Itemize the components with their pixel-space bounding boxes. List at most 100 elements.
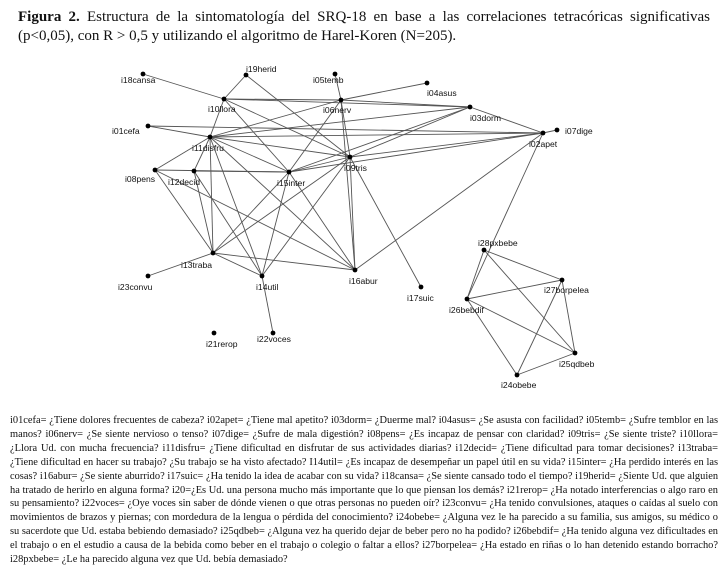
legend-entry: i24obebe= ¿Alguna vez le ha parecido a s… xyxy=(10,512,718,538)
node-i07 xyxy=(554,127,560,133)
legend-entry: i12decid= ¿Tiene dificultad para tomar d… xyxy=(455,442,679,454)
node-label-i01: i01cefa xyxy=(112,126,140,136)
node-i05 xyxy=(332,71,338,77)
edge-i15-i16 xyxy=(288,171,356,271)
edge-i09-i17 xyxy=(349,156,422,288)
edge-i03-i11 xyxy=(209,106,471,138)
edge-i11-i14 xyxy=(209,136,263,277)
node-label-i25: i25qdbeb xyxy=(559,359,595,369)
legend-entry: i20=¿Es Ud. una persona mucho más import… xyxy=(171,484,507,496)
edge-i13-i16 xyxy=(212,252,356,271)
edge-i08-i13 xyxy=(154,169,214,254)
edge-i11-i02 xyxy=(209,132,544,138)
node-label-i08: i08pens xyxy=(125,174,155,184)
node-i08 xyxy=(152,167,158,173)
edge-i06-i15 xyxy=(288,99,342,173)
legend-entry: i28pxbebe= ¿Le ha parecido alguna vez qu… xyxy=(10,554,288,566)
edge-i25-i24 xyxy=(516,352,576,376)
node-label-i09: i09tris xyxy=(344,163,367,173)
node-label-i12: i12decid xyxy=(168,177,200,187)
edge-i10-i06 xyxy=(223,98,342,101)
edge-i01-i02 xyxy=(147,125,544,134)
node-i25 xyxy=(572,350,578,356)
edge-i11-i08 xyxy=(154,136,211,171)
node-i19 xyxy=(243,72,249,78)
node-label-i27: i27borpelea xyxy=(544,285,589,295)
edge-i26-i24 xyxy=(466,298,518,376)
node-label-i04: i04asus xyxy=(427,88,457,98)
legend-entry: i15inter= ¿Ha perdido interés en las cos… xyxy=(10,456,718,482)
edge-i10-i03 xyxy=(223,98,471,108)
node-i26 xyxy=(464,296,470,302)
node-i28 xyxy=(481,247,487,253)
edge-i28-i25 xyxy=(483,249,576,354)
node-label-i24: i24obebe xyxy=(501,380,537,390)
edge-i03-i15 xyxy=(288,106,471,173)
network-edges xyxy=(142,73,576,376)
legend-entry: i18cansa= ¿Se siente cansado todo el tie… xyxy=(381,470,576,482)
edge-i09-i13 xyxy=(212,156,351,254)
legend-entry: i05temb= ¿Sufre temblor en las manos? xyxy=(10,415,718,440)
legend-entry: i19herid= ¿Siente Ud. que alguien ha tra… xyxy=(10,470,719,496)
edge-i27-i24 xyxy=(516,279,563,376)
node-label-i06: i06nerv xyxy=(323,105,352,115)
edge-i06-i09 xyxy=(340,99,351,158)
node-label-i15: i15inter xyxy=(277,178,305,188)
legend-entry: i21rerop= ¿Ha notado interferencias o al… xyxy=(10,484,718,510)
edge-i11-i12 xyxy=(193,136,211,172)
legend-entry: i13traba= ¿Tiene dificultad en hacer su … xyxy=(10,442,718,468)
node-i02 xyxy=(540,130,546,136)
edge-i26-i27 xyxy=(466,279,563,300)
edge-i15-i13 xyxy=(212,171,290,254)
node-label-i16: i16abur xyxy=(349,276,378,286)
edge-i04-i06 xyxy=(340,82,428,101)
node-i06 xyxy=(338,97,344,103)
edge-i02-i26 xyxy=(466,132,544,300)
node-label-i18: i18cansa xyxy=(121,75,156,85)
edge-i19-i10 xyxy=(223,74,247,100)
edge-i10-i09 xyxy=(223,98,351,158)
legend-entry: i10llora= ¿Llora Ud. con mucha frecuenci… xyxy=(10,428,719,454)
edge-i26-i28 xyxy=(466,249,485,300)
legend-entry: i09tris= ¿Se siente triste? xyxy=(568,428,680,440)
node-label-i13: i13traba xyxy=(181,260,212,270)
node-label-i11: i11disfru xyxy=(192,143,224,153)
node-label-i23: i23convu xyxy=(118,282,153,292)
legend-entry: i25qdbeb= ¿Alguna vez ha querido dejar d… xyxy=(220,526,514,538)
node-label-i14: i14util xyxy=(256,282,279,292)
node-i24 xyxy=(514,372,520,378)
edge-i11-i13 xyxy=(209,136,214,254)
edge-i13-i23 xyxy=(147,252,214,277)
edge-i12-i15 xyxy=(193,170,290,173)
legend-entry: i06nerv= ¿Se siente nervioso o tenso? xyxy=(45,428,212,440)
legend-entry: I14util= ¿Es incapaz de desempeñar un pa… xyxy=(309,456,569,468)
legend-entry: i01cefa= ¿Tiene dolores frecuentes de ca… xyxy=(10,415,208,426)
edge-i06-i11 xyxy=(209,99,342,138)
edge-i27-i25 xyxy=(561,279,576,354)
node-i09 xyxy=(347,154,353,160)
node-i27 xyxy=(559,277,565,283)
figure-caption: Figura 2. Estructura de la sintomatologí… xyxy=(18,8,710,46)
node-label-i22: i22voces xyxy=(257,334,291,344)
edge-i03-i09 xyxy=(349,106,471,158)
legend-entry: i17suic= ¿Ha tenido la idea de acabar co… xyxy=(167,470,382,482)
edge-i11-i16 xyxy=(209,136,356,271)
edge-i07-i02 xyxy=(542,129,558,134)
node-i21 xyxy=(211,330,217,336)
node-i01 xyxy=(145,123,151,129)
edge-i09-i16 xyxy=(349,156,356,271)
node-i17 xyxy=(418,284,424,290)
edge-i08-i16 xyxy=(154,169,356,271)
figure-label: Figura 2. xyxy=(18,9,80,25)
node-i23 xyxy=(145,273,151,279)
edge-i12-i14 xyxy=(193,170,263,277)
edge-i09-i02 xyxy=(349,132,544,158)
node-label-i26: i26bebdif xyxy=(449,305,484,315)
node-label-i10: i10llora xyxy=(208,104,236,114)
node-i03 xyxy=(467,104,473,110)
legend-entry: i03dorm= ¿Duerme mal? xyxy=(331,415,439,426)
node-label-i05: i05temb xyxy=(313,75,344,85)
node-i12 xyxy=(191,168,197,174)
edge-i02-i16 xyxy=(354,132,544,271)
